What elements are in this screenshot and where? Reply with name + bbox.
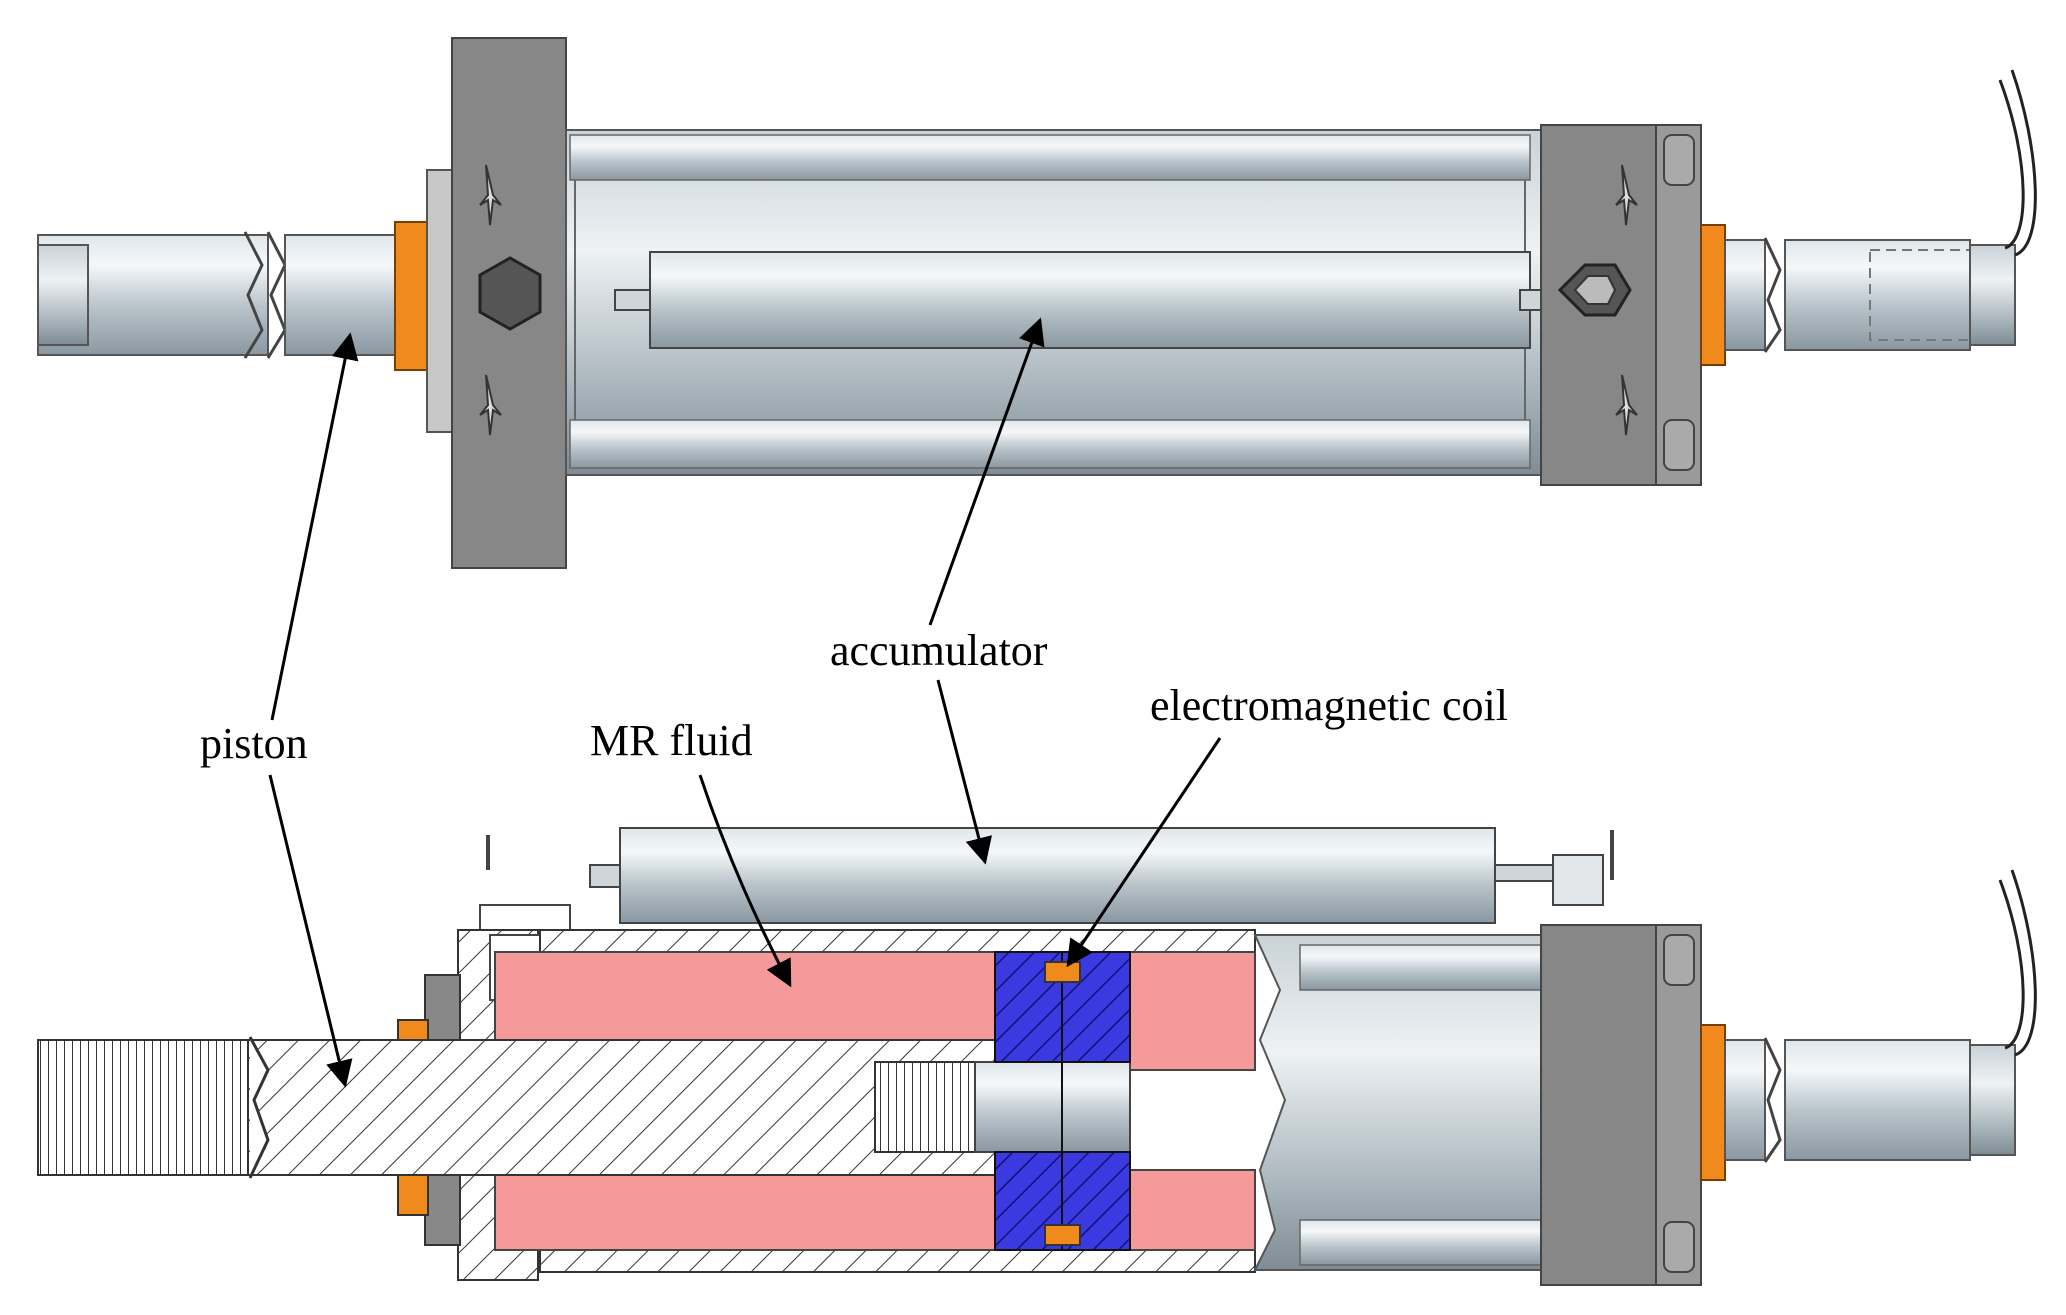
seal-orange-left-top (394, 221, 428, 371)
label-piston: piston (200, 719, 308, 768)
coil-top (1044, 961, 1081, 983)
seal-orange-right-top (1700, 224, 1726, 366)
callouts: piston accumulator MR fluid electromagne… (200, 317, 1508, 1088)
right-end-block-top (1540, 124, 1702, 486)
arrow-piston-bottom (268, 774, 353, 1088)
right-rod-top (1724, 69, 2037, 353)
arrow-accumulator-bottom (936, 679, 992, 865)
right-end-block-bottom (1540, 869, 2037, 1286)
coil-bottom (1044, 1224, 1081, 1246)
label-coil: electromagnetic coil (1150, 681, 1508, 730)
accumulator-top (614, 251, 1561, 349)
arrow-mr-fluid (698, 774, 792, 988)
cylinder-cutaway (1253, 934, 1542, 1271)
piston-rod-section (37, 1036, 1131, 1179)
gland-plate-top (426, 169, 453, 433)
accumulator-bottom (486, 827, 1614, 924)
arrow-coil (1066, 737, 1222, 968)
piston-rod-top (37, 231, 396, 359)
external-view (37, 37, 2037, 569)
cylinder-wall-top (539, 929, 1256, 953)
label-mr-fluid: MR fluid (590, 716, 753, 765)
cylinder-wall-bottom (539, 1249, 1256, 1273)
arrow-accumulator-top (928, 317, 1045, 626)
left-mount-plate (451, 37, 567, 569)
label-accumulator: accumulator (830, 626, 1048, 675)
arrow-piston-top (270, 332, 359, 721)
